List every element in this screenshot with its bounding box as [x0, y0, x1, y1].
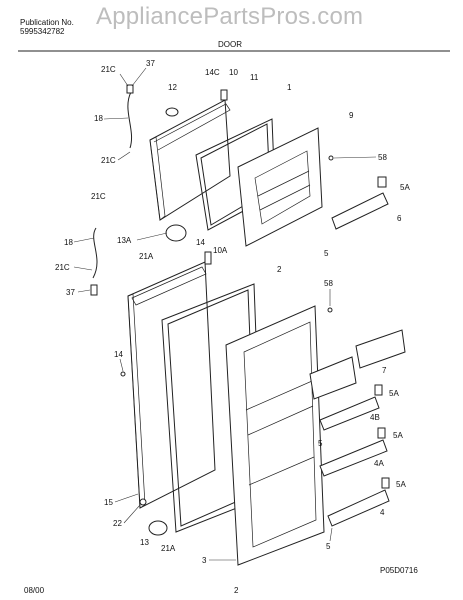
callout-3: 3 — [202, 556, 207, 565]
callout-6: 6 — [397, 214, 402, 223]
callout-21c: 21C — [91, 192, 106, 201]
freezer-shelf — [331, 192, 389, 230]
cable-end-lower — [90, 284, 98, 296]
callout-5: 5 — [318, 439, 323, 448]
plug-12 — [165, 107, 179, 117]
freezer-inner-liner — [237, 127, 323, 247]
callout-2: 2 — [277, 265, 282, 274]
callout-21c: 21C — [101, 65, 116, 74]
hinge-pin-10 — [220, 89, 228, 101]
shelf-end-cap-upper — [377, 176, 387, 188]
callout-13a: 13A — [117, 236, 132, 245]
callout-21c: 21C — [101, 156, 116, 165]
screw-58-lower — [327, 307, 333, 313]
callout-4: 4 — [380, 508, 385, 517]
cable-end-upper — [126, 84, 134, 94]
callout-10a: 10A — [213, 246, 228, 255]
shelf-end-cap-4b — [374, 384, 383, 396]
callout-58: 58 — [378, 153, 387, 162]
publication-number: 5995342782 — [20, 27, 65, 36]
callout-5a: 5A — [396, 480, 406, 489]
door-shelf-4a — [319, 439, 388, 477]
shelf-end-cap-4a — [377, 427, 386, 439]
callout-14: 14 — [114, 350, 123, 359]
callout-21a: 21A — [139, 252, 154, 261]
hinge-cover-13a — [165, 224, 187, 242]
freezer-liner-recess — [254, 150, 311, 225]
watermark: AppliancePartsPros.com — [96, 3, 364, 30]
callout-14c: 14C — [205, 68, 220, 77]
callout-10: 10 — [229, 68, 238, 77]
diagram-code: P05D0716 — [380, 566, 418, 575]
callout-5a: 5A — [389, 389, 399, 398]
callout-37: 37 — [66, 288, 75, 297]
hinge-cable-upper — [127, 91, 132, 149]
dairy-bin-7 — [309, 356, 357, 400]
callout-12: 12 — [168, 83, 177, 92]
hinge-cover-13 — [148, 520, 168, 536]
door-shelf-4b — [319, 396, 380, 431]
callout-13: 13 — [140, 538, 149, 547]
hinge-cable-lower — [92, 227, 98, 279]
callout-5a: 5A — [400, 183, 410, 192]
door-shelf-4 — [327, 489, 390, 527]
callout-11: 11 — [250, 73, 259, 82]
callout-21a: 21A — [161, 544, 176, 553]
part-22 — [139, 498, 147, 506]
section-title: DOOR — [218, 40, 242, 49]
callout-18: 18 — [94, 114, 103, 123]
callout-14: 14 — [196, 238, 205, 247]
callout-4a: 4A — [374, 459, 384, 468]
callout-21c: 21C — [55, 263, 70, 272]
callout-18: 18 — [64, 238, 73, 247]
fresh-food-liner-recess — [243, 321, 317, 548]
callout-9: 9 — [349, 111, 354, 120]
footer-date: 08/00 — [24, 586, 45, 595]
callout-1: 1 — [287, 83, 292, 92]
callout-5a: 5A — [393, 431, 403, 440]
hinge-pin-10a — [204, 251, 212, 265]
shelf-end-cap-4 — [381, 477, 390, 489]
callout-58: 58 — [324, 279, 333, 288]
callout-15: 15 — [104, 498, 113, 507]
callout-22: 22 — [113, 519, 122, 528]
callout-4b: 4B — [370, 413, 380, 422]
callout-5: 5 — [326, 542, 331, 551]
screw-58-upper — [328, 155, 334, 161]
dairy-bin-cover — [355, 329, 406, 369]
callout-5: 5 — [324, 249, 329, 258]
publication-label: Publication No. — [20, 18, 74, 27]
footer-page-number: 2 — [234, 586, 239, 595]
callout-37: 37 — [146, 59, 155, 68]
callout-7: 7 — [382, 366, 387, 375]
screw-14 — [120, 371, 126, 377]
fresh-food-inner-liner — [225, 305, 325, 566]
freezer-outer-door — [149, 99, 231, 221]
